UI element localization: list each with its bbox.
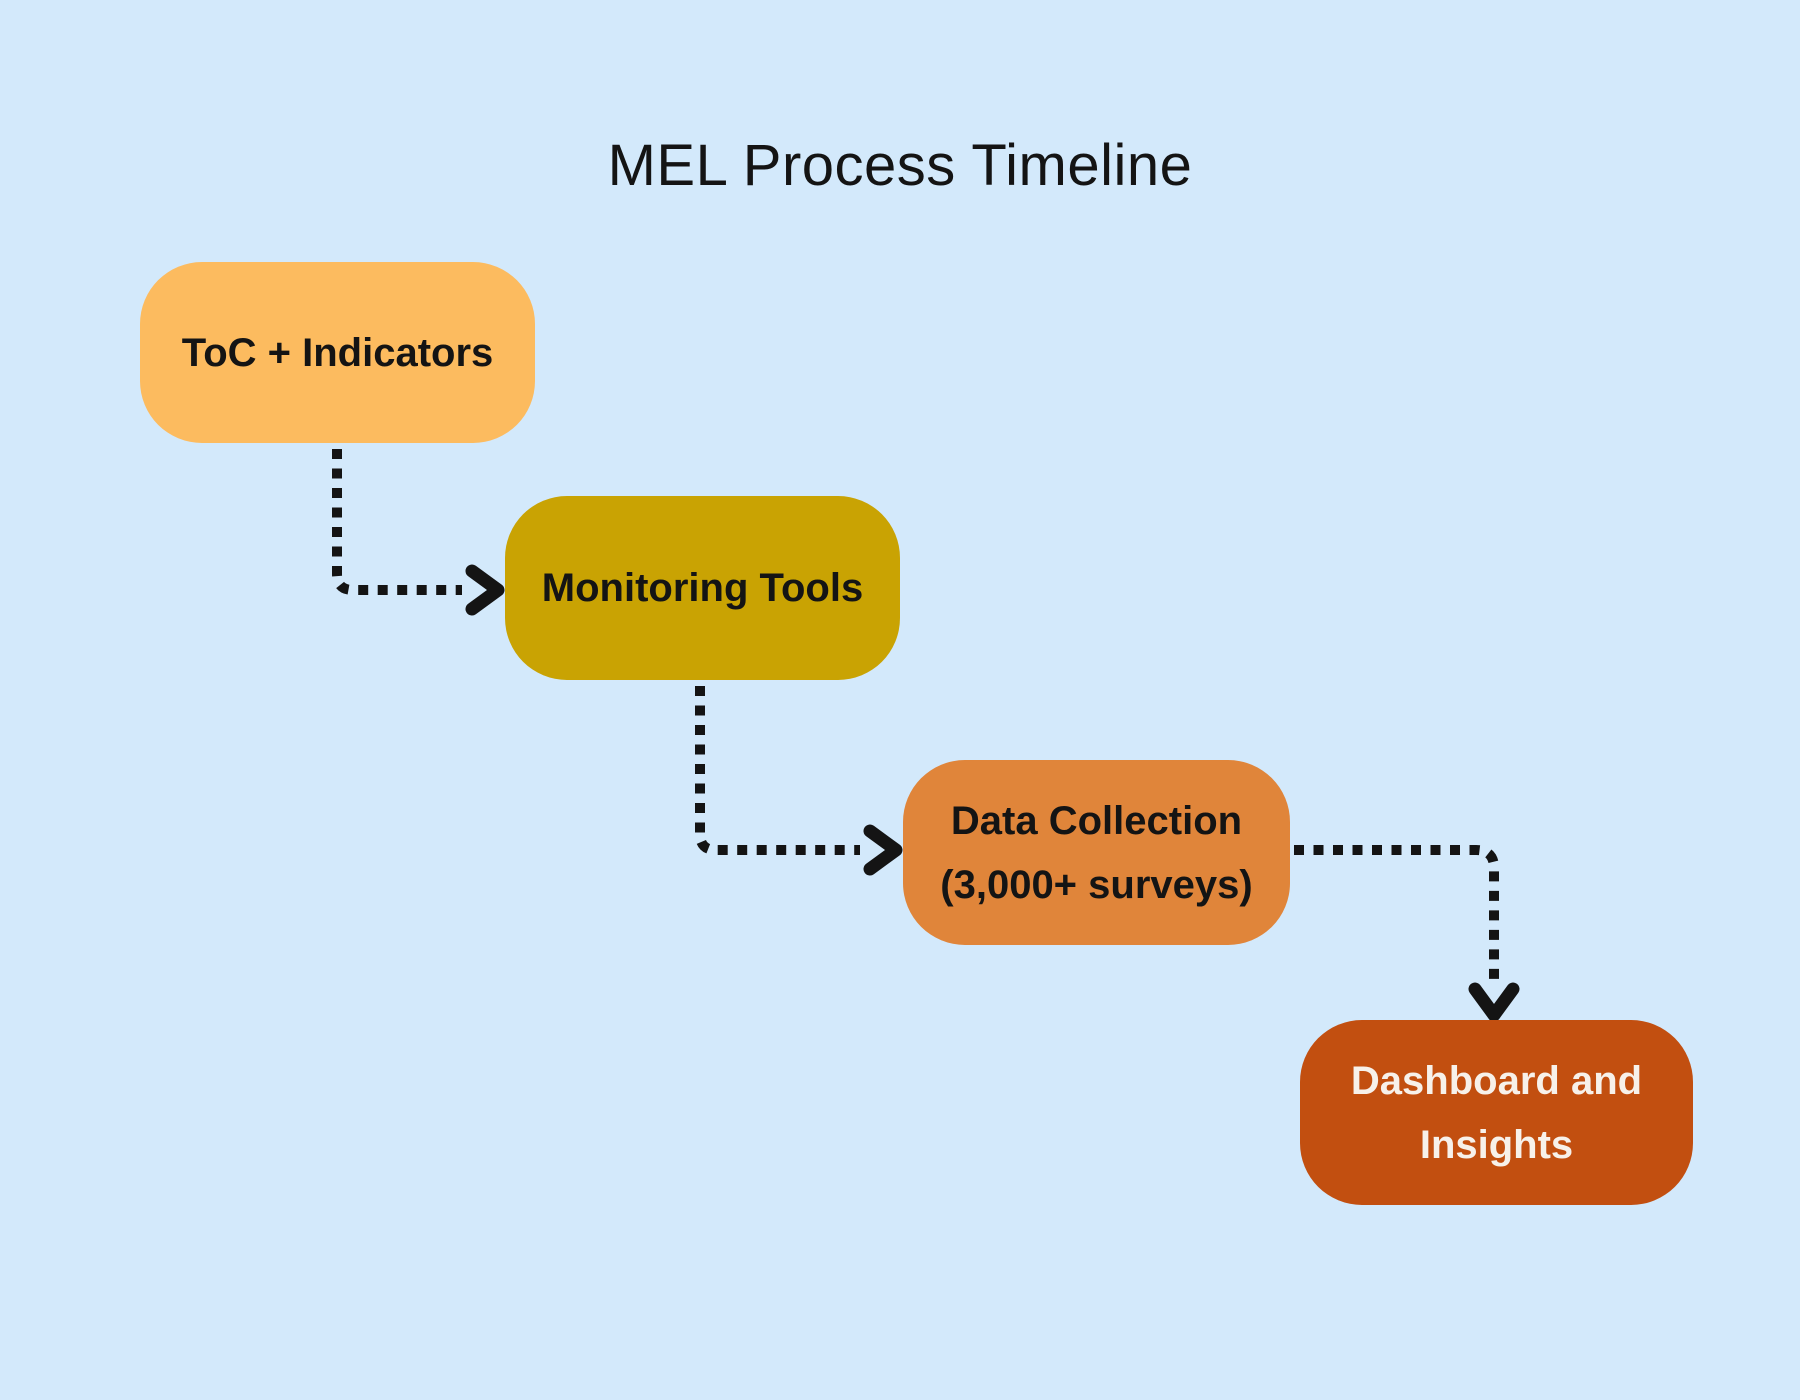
connector-toc-to-monitoring — [332, 449, 505, 616]
connector-2-dotted-line — [695, 686, 860, 855]
connector-1-arrowhead-icon — [465, 564, 505, 616]
step-label: Data Collection (3,000+ surveys) — [940, 798, 1253, 907]
step-label: Monitoring Tools — [541, 566, 864, 610]
step-box-monitoring-tools: Monitoring Tools — [505, 496, 900, 680]
step-box-data-collection: Data Collection (3,000+ surveys) — [903, 760, 1290, 945]
page-title: MEL Process Timeline — [607, 133, 1193, 198]
step-label: Dashboard and Insights — [1350, 1058, 1643, 1167]
connector-monitoring-to-data — [695, 686, 903, 876]
connector-3-dotted-line — [1294, 845, 1499, 982]
connector-data-to-dashboard — [1294, 845, 1520, 1022]
step-box-toc-indicators: ToC + Indicators — [140, 262, 535, 443]
connector-1-dotted-line — [332, 449, 462, 595]
step-label: ToC + Indicators — [181, 330, 494, 375]
connector-3-arrowhead-icon — [1468, 982, 1520, 1022]
step-box-dashboard-insights: Dashboard and Insights — [1300, 1020, 1693, 1205]
connector-2-arrowhead-icon — [863, 824, 903, 876]
